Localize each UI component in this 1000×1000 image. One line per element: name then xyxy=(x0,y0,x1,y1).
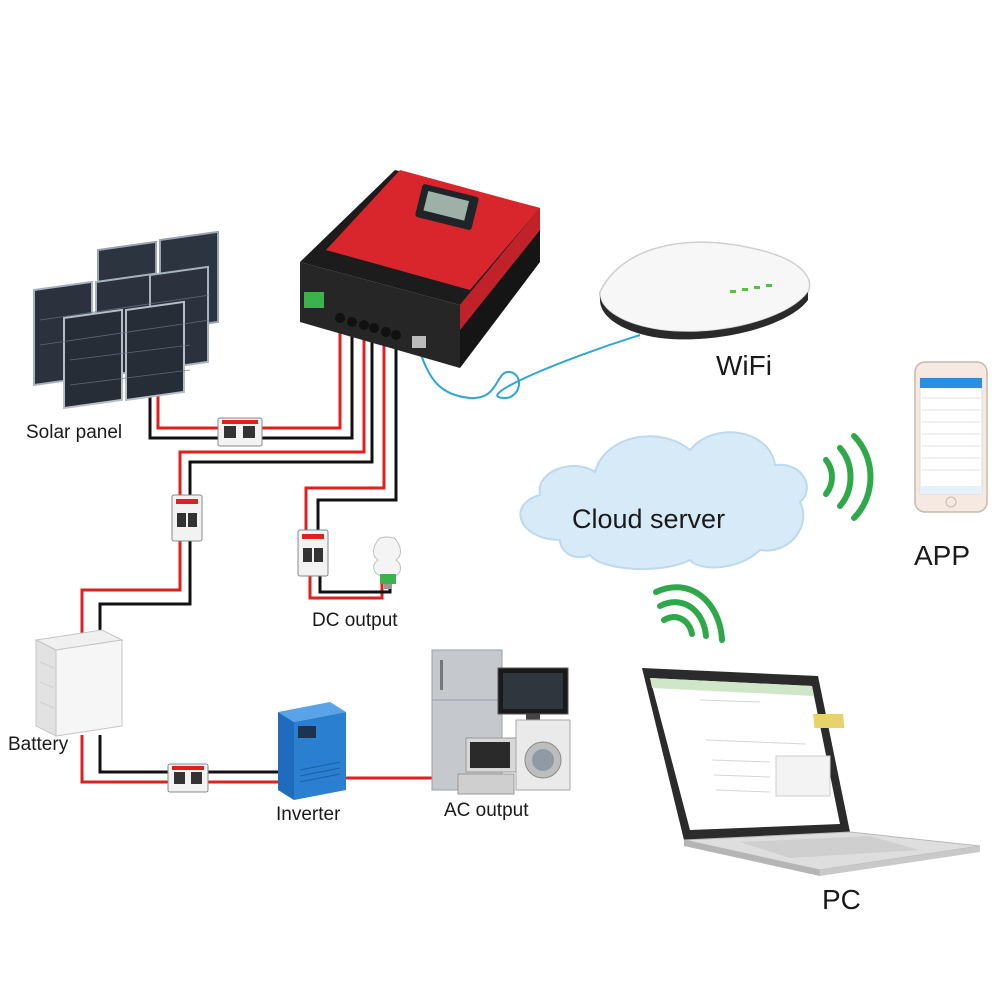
dc-output-label: DC output xyxy=(312,610,398,631)
network-cable xyxy=(419,334,641,400)
ac-output-label: AC output xyxy=(444,800,529,821)
breaker-icon xyxy=(167,417,329,793)
appliances-icon xyxy=(431,649,571,795)
smartphone-icon xyxy=(914,361,988,513)
wire-battery-black xyxy=(98,320,374,640)
wire-battery-red xyxy=(80,320,366,640)
inverter-label: Inverter xyxy=(276,804,341,825)
battery-cabinet-icon xyxy=(34,629,124,737)
wire-dc-to-bulb-red xyxy=(308,575,384,600)
wire-inv-black xyxy=(98,735,278,774)
light-bulb-icon xyxy=(373,536,401,589)
inverter-icon xyxy=(278,702,346,800)
wire-dc-red xyxy=(304,320,386,530)
pc-label: PC xyxy=(822,884,861,915)
laptop-icon xyxy=(642,668,981,876)
wiring xyxy=(80,320,641,784)
wire-inv-red xyxy=(80,735,278,784)
wire-dc-black xyxy=(316,320,398,530)
wireless-signal-icon-pc xyxy=(653,584,725,643)
app-label: APP xyxy=(914,540,971,571)
wifi-router-icon xyxy=(599,241,811,340)
battery-label: Battery xyxy=(8,734,69,755)
solar-panel-label: Solar panel xyxy=(26,422,123,443)
charge-controller-icon xyxy=(300,170,540,368)
solar-panel-icon xyxy=(33,230,219,410)
cloud-server-label: Cloud server xyxy=(572,504,726,534)
cloud-icon xyxy=(519,431,808,570)
wifi-label: WiFi xyxy=(716,350,772,381)
wireless-signal-icon xyxy=(823,433,874,521)
wire-dc-to-bulb-black xyxy=(318,575,392,594)
